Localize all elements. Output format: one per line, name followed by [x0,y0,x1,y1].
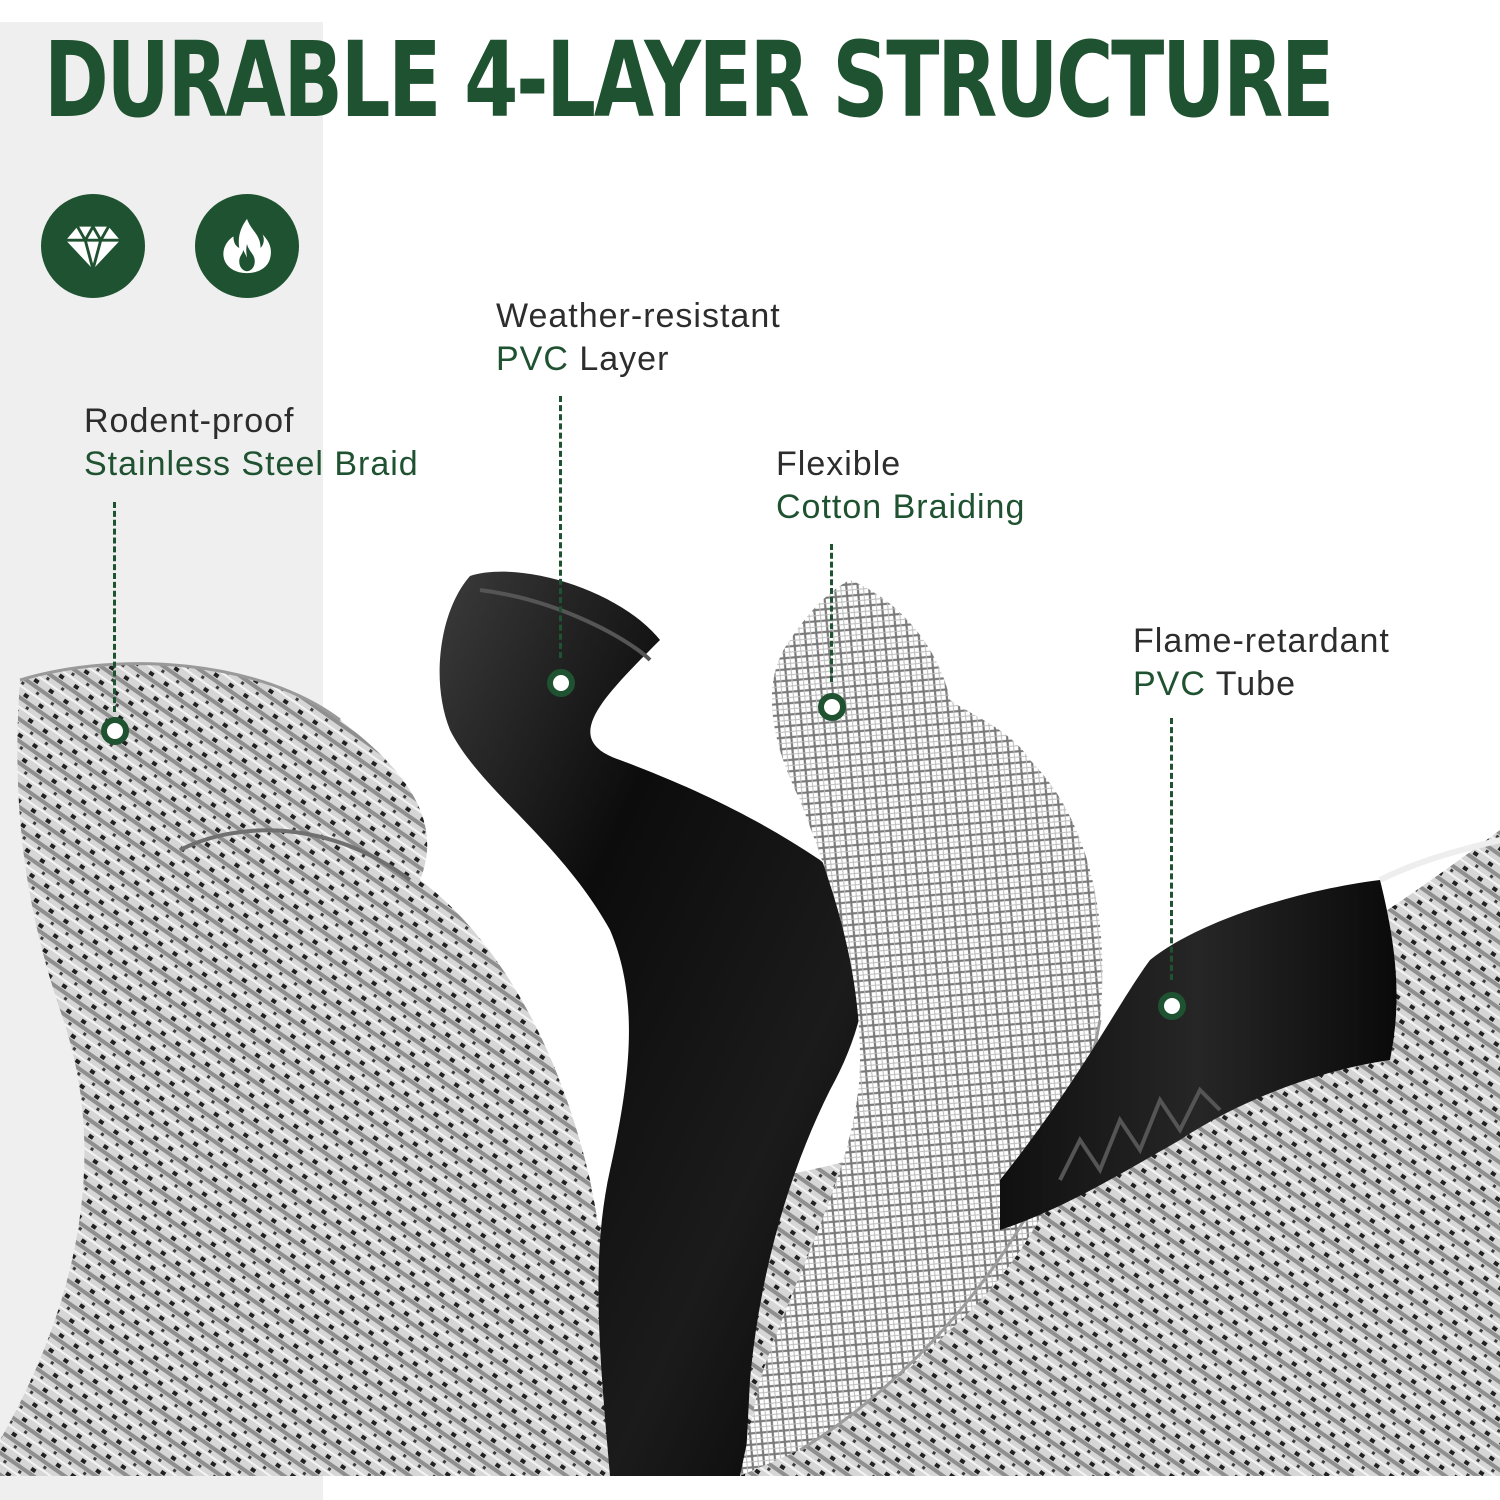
leader-pvc-tube [1170,718,1173,980]
diamond-icon [65,225,121,271]
callout-pvc-layer-rest: Layer [568,340,670,378]
marker-cotton-braiding [818,693,846,721]
callout-steel-braid: Rodent-proof Stainless Steel Braid [84,400,419,486]
callout-steel-braid-line1: Rodent-proof [84,402,295,440]
callout-cotton-braiding-line1: Flexible [776,445,902,483]
flame-icon [223,218,271,274]
steel-braid-curl [0,663,630,1476]
leader-steel-braid [113,502,116,712]
leader-cotton-braiding [830,544,833,682]
callout-pvc-tube-accent: PVC [1133,665,1206,703]
pvc-layer-ribbon [439,571,867,1476]
marker-steel-braid [101,717,129,745]
fire-resistance-badge [195,194,299,298]
cotton-braiding-mesh [740,580,1103,1476]
marker-pvc-layer [547,669,575,697]
durability-badge [41,194,145,298]
leader-pvc-layer [559,396,562,658]
marker-pvc-tube [1158,992,1186,1020]
callout-pvc-tube-line1: Flame-retardant [1133,622,1390,660]
callout-steel-braid-accent: Stainless Steel Braid [84,445,419,483]
callout-pvc-tube-rest: Tube [1205,665,1296,703]
callout-pvc-layer: Weather-resistant PVC Layer [496,295,781,381]
flame-retardant-tube [1000,880,1397,1230]
callout-pvc-tube: Flame-retardant PVC Tube [1133,620,1390,706]
callout-cotton-braiding: Flexible Cotton Braiding [776,443,1025,529]
callout-pvc-layer-accent: PVC [496,340,569,378]
callout-pvc-layer-line1: Weather-resistant [496,297,781,335]
callout-cotton-braiding-accent: Cotton Braiding [776,488,1026,526]
page-title: DURABLE 4-LAYER STRUCTURE [44,19,1334,141]
